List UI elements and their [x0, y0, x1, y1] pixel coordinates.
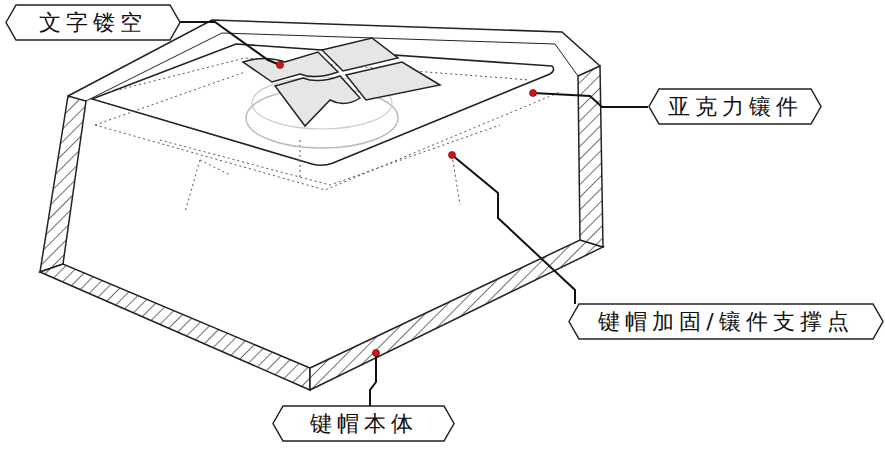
- callout-label: 亚克力镶件: [648, 88, 822, 125]
- callout-label: 键帽本体: [272, 405, 455, 442]
- left-wall: [40, 96, 86, 272]
- callout-box: 文字镂空: [5, 4, 181, 41]
- right-wall: [578, 66, 603, 247]
- callout-box: 键帽加固/镶件支撑点: [568, 303, 884, 340]
- leader-lines: [180, 22, 648, 406]
- acrylic-inlay: [92, 44, 554, 165]
- bottom-left-wall: [40, 264, 310, 390]
- hidden-lines: [95, 58, 560, 212]
- callout-dots: [277, 62, 537, 357]
- bottom-right-wall: [310, 240, 603, 390]
- callout-label: 键帽加固/镶件支撑点: [568, 303, 884, 340]
- callout-box: 键帽本体: [272, 405, 455, 442]
- callout-label: 文字镂空: [5, 4, 181, 41]
- lettering-cutout: [243, 38, 440, 126]
- callout-box: 亚克力镶件: [648, 88, 822, 125]
